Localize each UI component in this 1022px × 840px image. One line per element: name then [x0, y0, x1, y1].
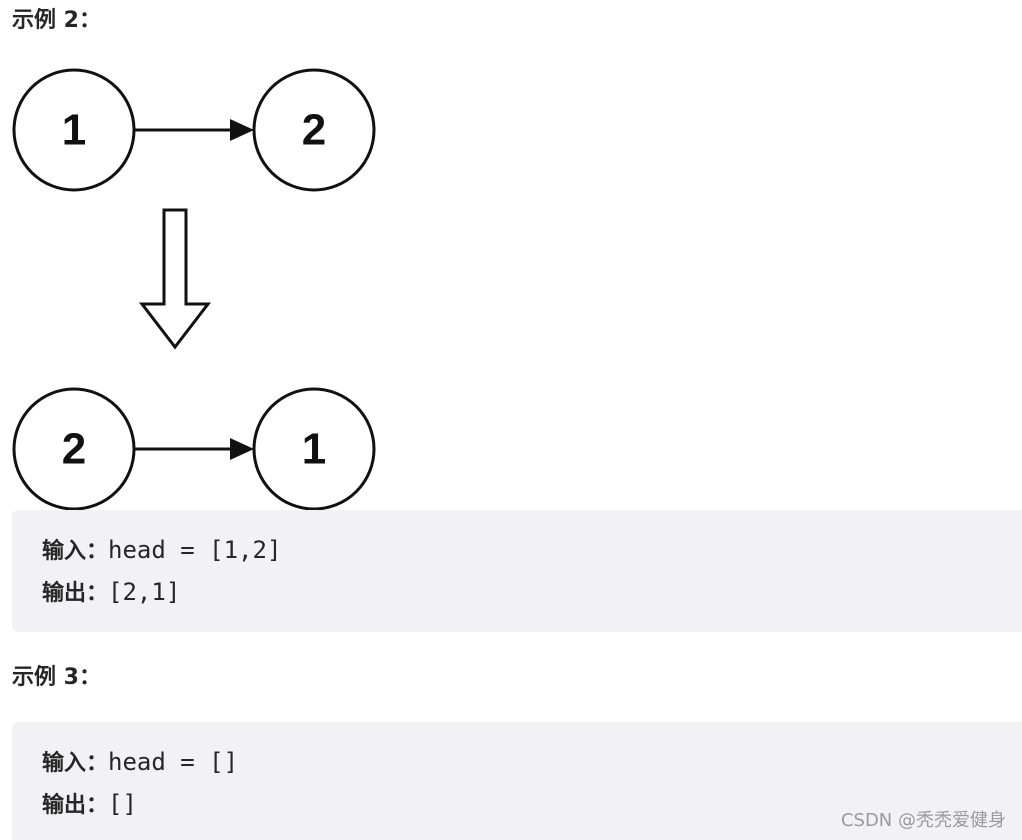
before-list: 1 2	[12, 68, 376, 192]
example-2-input-label: 输入：	[42, 539, 109, 564]
example-2-input-value: head = [1,2]	[108, 536, 282, 564]
example-2-output-label: 输出：	[42, 581, 109, 606]
example-3-input-value: head = []	[108, 748, 239, 776]
after-link-arrowhead	[230, 438, 254, 460]
example-2-code-block: 输入：head = [1,2] 输出：[2,1]	[12, 510, 1022, 632]
transform-down-arrow-icon	[138, 208, 212, 350]
example-3-input-label: 输入：	[42, 751, 109, 776]
example-3-output-value: []	[108, 790, 137, 818]
after-node-1	[252, 387, 376, 511]
example-2-heading: 示例 2：	[12, 8, 101, 33]
example-3-heading: 示例 3：	[12, 665, 101, 690]
after-node-1-label: 1	[302, 425, 326, 474]
before-link-arrowhead	[230, 119, 254, 141]
after-list: 2 1	[12, 387, 376, 511]
example-3-input-line: 输入：head = []	[42, 746, 1022, 788]
before-node-2	[252, 68, 376, 192]
csdn-watermark: CSDN @秃秃爱健身	[840, 810, 1006, 831]
after-node-2-label: 2	[62, 425, 86, 474]
example-3-output-line: 输出：[]	[42, 788, 1022, 830]
example-2-input-line: 输入：head = [1,2]	[42, 534, 1022, 576]
before-node-1-label: 1	[62, 106, 86, 155]
example-3-output-label: 输出：	[42, 793, 109, 818]
before-node-2-label: 2	[302, 106, 326, 155]
example-3-code-block: 输入：head = [] 输出：[]	[12, 722, 1022, 840]
linked-list-diagram: 1 2 2 1	[12, 68, 376, 511]
example-2-output-line: 输出：[2,1]	[42, 576, 1022, 618]
example-2-output-value: [2,1]	[108, 578, 181, 606]
